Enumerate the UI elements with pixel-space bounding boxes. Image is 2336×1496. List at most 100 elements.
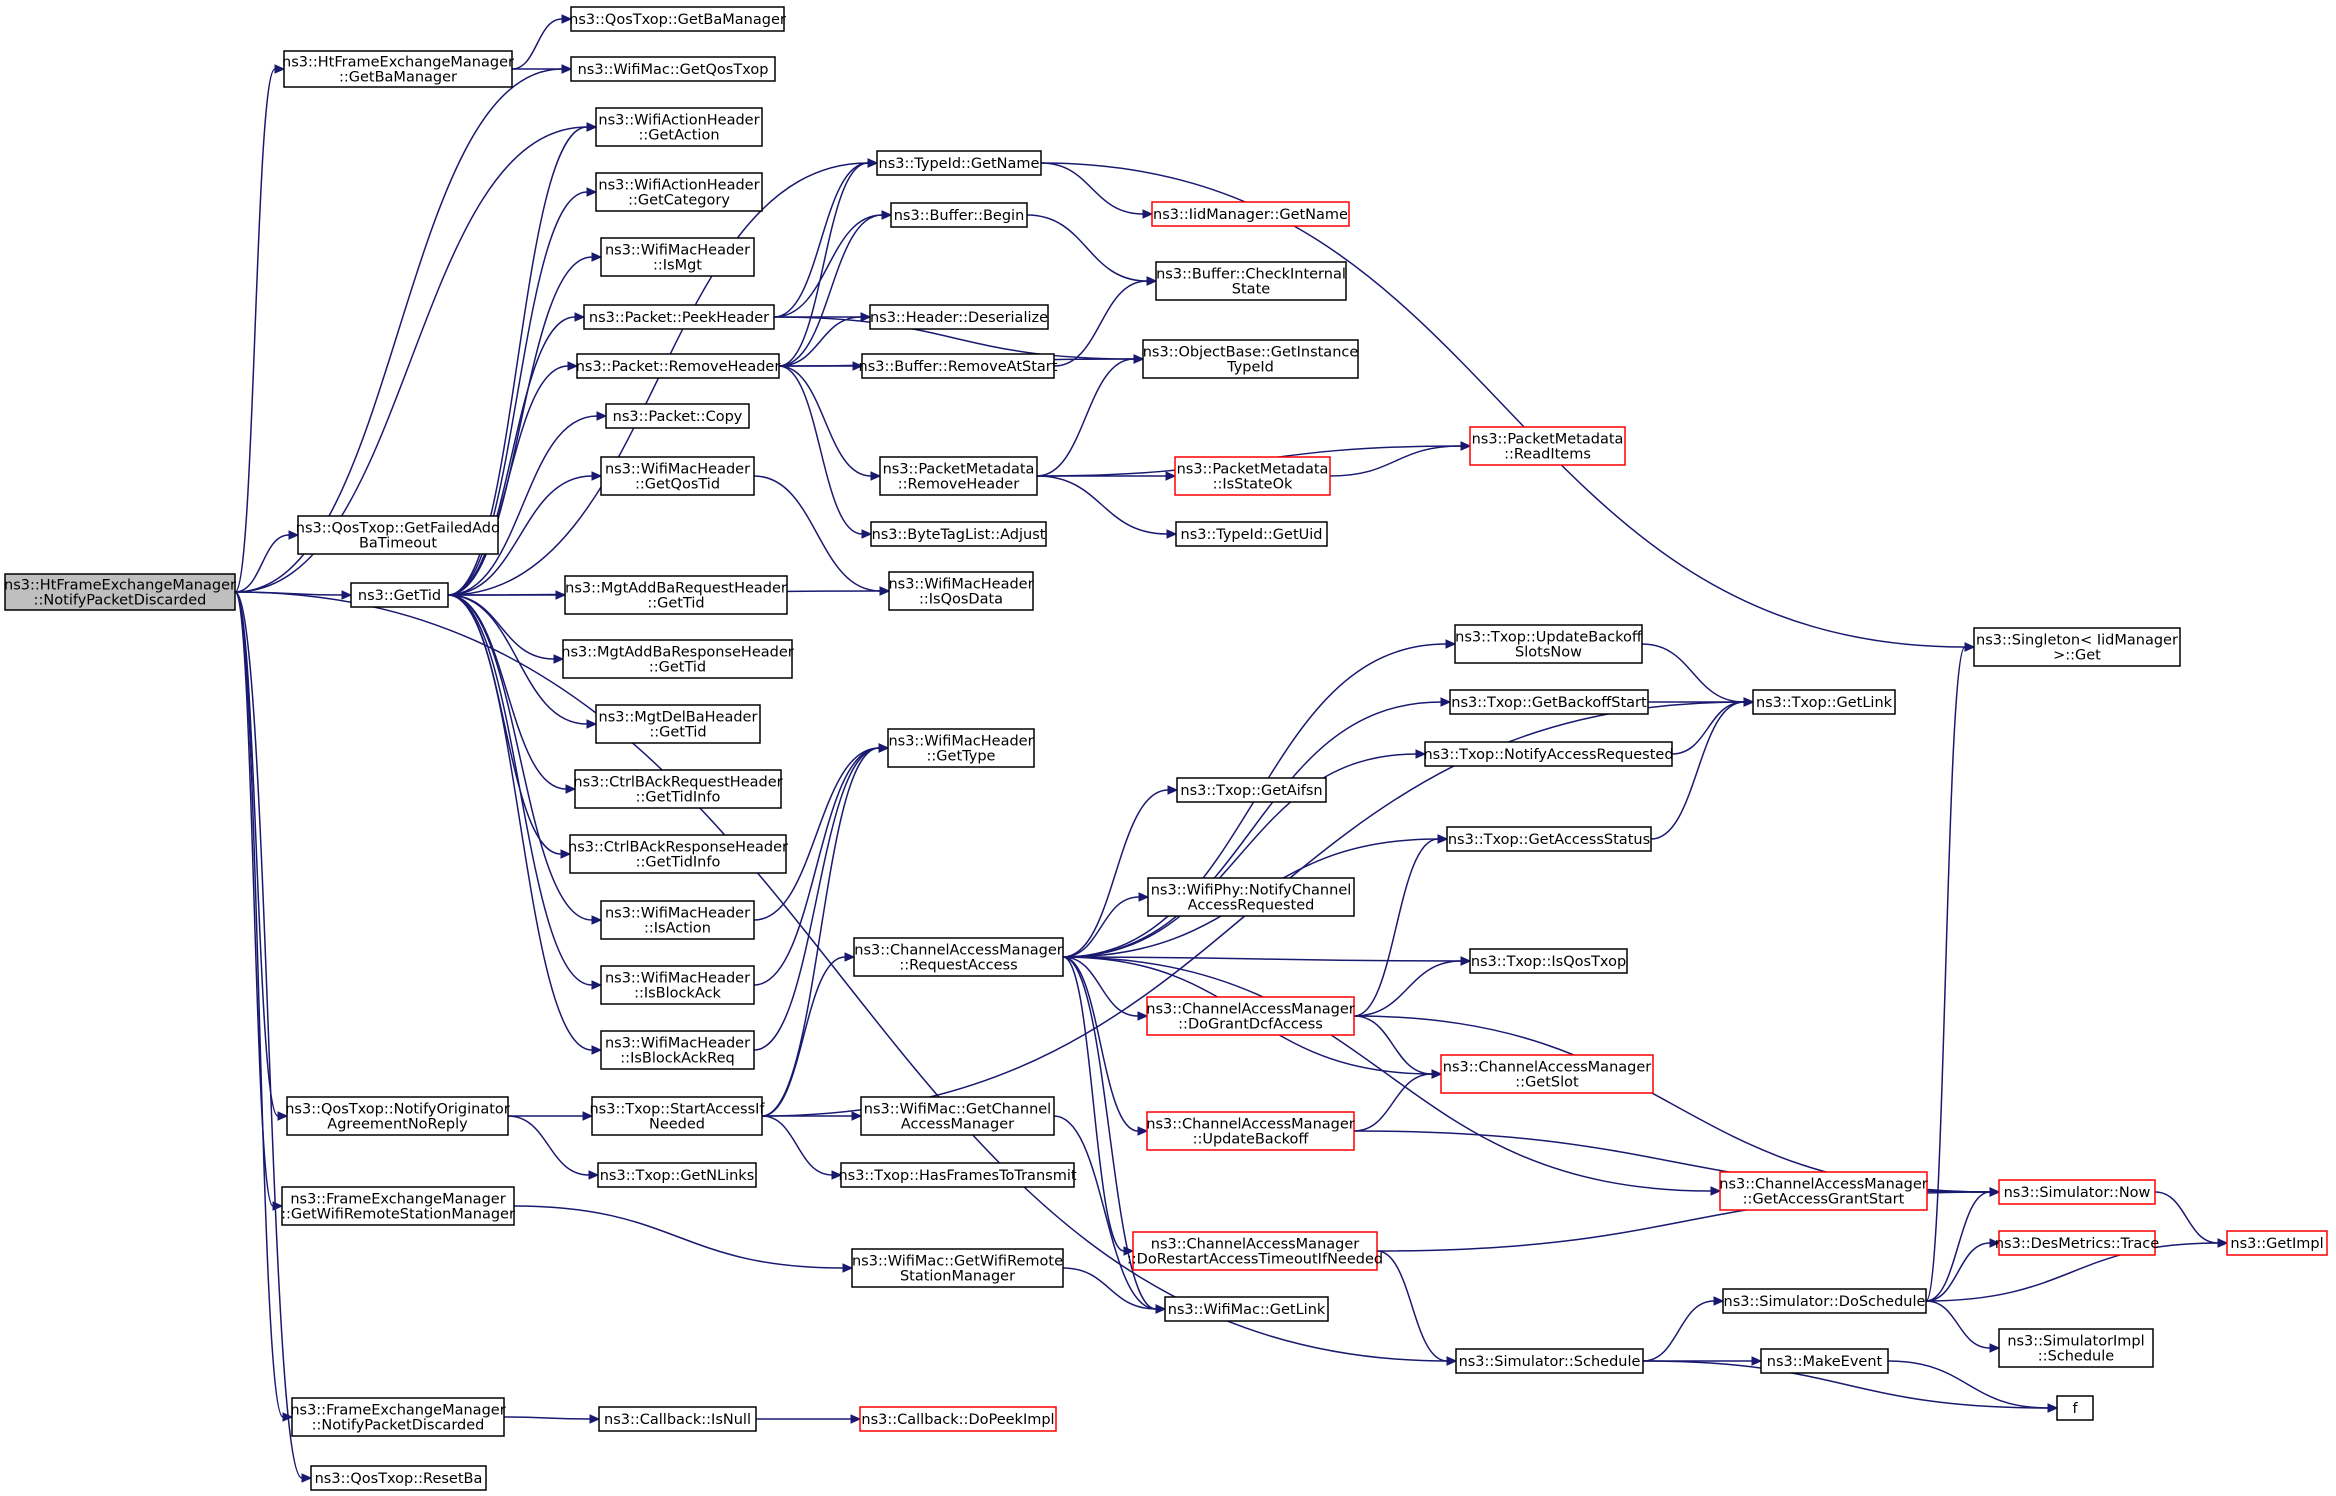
node-implSchedule[interactable]: ns3::SimulatorImpl::Schedule	[1998, 1328, 2154, 1368]
edge-getTid-to-delGetTid	[447, 594, 598, 729]
node-label-line: ns3::Buffer::RemoveAtStart	[859, 359, 1058, 375]
node-getWrsm[interactable]: ns3::FrameExchangeManager::GetWifiRemote…	[281, 1186, 515, 1226]
node-cbIsNull[interactable]: ns3::Callback::IsNull	[598, 1406, 757, 1432]
node-hdrDeser[interactable]: ns3::Header::Deserialize	[869, 304, 1049, 330]
node-box	[869, 304, 1049, 330]
node-label-line: TypeId	[1226, 360, 1274, 376]
node-getGrantStart[interactable]: ns3::ChannelAccessManager::GetAccessGran…	[1719, 1171, 1928, 1211]
edge-getTid-to-actGetCat	[447, 187, 598, 596]
node-label-line: ns3::Txop::GetAifsn	[1180, 783, 1322, 799]
node-bufBegin[interactable]: ns3::Buffer::Begin	[890, 202, 1028, 228]
edge-getTid-to-pktCopy	[447, 411, 608, 596]
node-phyNotify[interactable]: ns3::WifiPhy::NotifyChannelAccessRequest…	[1147, 877, 1355, 917]
node-label-line: ns3::Txop::GetLink	[1756, 695, 1893, 711]
node-root[interactable]: ns3::HtFrameExchangeManager::NotifyPacke…	[4, 573, 236, 611]
node-label-line: ::GetTid	[649, 725, 706, 741]
node-label-line: ns3::QosTxop::GetFailedAdd	[296, 521, 500, 537]
node-label-line: ns3::WifiActionHeader	[598, 113, 759, 129]
node-label-line: ::DoRestartAccessTimeoutIfNeeded	[1127, 1252, 1383, 1268]
node-label-line: ns3::WifiMac::GetLink	[1168, 1302, 1326, 1318]
node-getQosTid[interactable]: ns3::WifiMacHeader::GetQosTid	[600, 456, 755, 496]
node-macGetQos[interactable]: ns3::WifiMac::GetQosTxop	[570, 56, 776, 82]
node-reqGetTid[interactable]: ns3::MgtAddBaRequestHeader::GetTid	[564, 575, 788, 615]
edge-getTid-to-isAction	[447, 594, 603, 925]
node-txopGetLink[interactable]: ns3::Txop::GetLink	[1752, 689, 1896, 715]
node-getImpl[interactable]: ns3::GetImpl	[2226, 1230, 2328, 1256]
node-isBlockAckReq[interactable]: ns3::WifiMacHeader::IsBlockAckReq	[600, 1030, 755, 1070]
node-qosGetBa[interactable]: ns3::QosTxop::GetBaManager	[569, 6, 786, 32]
node-label-line: AgreementNoReply	[327, 1117, 468, 1133]
node-getAccessStatus[interactable]: ns3::Txop::GetAccessStatus	[1446, 826, 1652, 852]
node-actGetCat[interactable]: ns3::WifiActionHeader::GetCategory	[595, 172, 763, 212]
node-isQosTxop[interactable]: ns3::Txop::IsQosTxop	[1469, 948, 1628, 974]
node-actGetAction[interactable]: ns3::WifiActionHeader::GetAction	[595, 107, 763, 147]
node-box	[1132, 1231, 1378, 1271]
node-label-line: ::IsStateOk	[1213, 477, 1293, 493]
node-simSchedule[interactable]: ns3::Simulator::Schedule	[1455, 1348, 1644, 1374]
node-notifyOrig[interactable]: ns3::QosTxop::NotifyOriginatorAgreementN…	[285, 1096, 510, 1136]
node-label-line: ns3::WifiMacHeader	[605, 971, 750, 987]
node-label-line: ns3::ObjectBase::GetInstance	[1143, 345, 1359, 361]
node-getType[interactable]: ns3::WifiMacHeader::GetType	[887, 728, 1035, 768]
node-doSchedule[interactable]: ns3::Simulator::DoSchedule	[1722, 1288, 1927, 1314]
node-isMgt[interactable]: ns3::WifiMacHeader::IsMgt	[600, 237, 755, 277]
node-macGetLink[interactable]: ns3::WifiMac::GetLink	[1164, 1296, 1329, 1322]
node-resetBa[interactable]: ns3::QosTxop::ResetBa	[310, 1465, 487, 1491]
node-singletonGet[interactable]: ns3::Singleton< IidManager>::Get	[1973, 627, 2181, 667]
node-label-line: ::Schedule	[2038, 1349, 2114, 1365]
node-removeHeader[interactable]: ns3::Packet::RemoveHeader	[576, 353, 781, 379]
node-typeIdGetUid[interactable]: ns3::TypeId::GetUid	[1175, 521, 1328, 547]
node-camReq[interactable]: ns3::ChannelAccessManager::RequestAccess	[853, 937, 1064, 977]
node-isQosData[interactable]: ns3::WifiMacHeader::IsQosData	[888, 571, 1034, 611]
node-simNow[interactable]: ns3::Simulator::Now	[1998, 1179, 2156, 1205]
node-doGrant[interactable]: ns3::ChannelAccessManager::DoGrantDcfAcc…	[1146, 996, 1355, 1036]
node-label-line: ns3::Txop::IsQosTxop	[1471, 954, 1626, 970]
node-box	[1719, 1171, 1928, 1211]
node-getNLinks[interactable]: ns3::Txop::GetNLinks	[597, 1162, 757, 1188]
node-getSlot[interactable]: ns3::ChannelAccessManager::GetSlot	[1440, 1054, 1654, 1094]
node-typeIdGetName[interactable]: ns3::TypeId::GetName	[876, 150, 1042, 176]
node-cbDoPeek[interactable]: ns3::Callback::DoPeekImpl	[859, 1406, 1057, 1432]
node-updBackoff[interactable]: ns3::ChannelAccessManager::UpdateBackoff	[1146, 1111, 1355, 1151]
node-pmReadItems[interactable]: ns3::PacketMetadata::ReadItems	[1469, 426, 1626, 466]
node-femNotify[interactable]: ns3::FrameExchangeManager::NotifyPacketD…	[290, 1397, 506, 1437]
node-label-line: ns3::WifiMacHeader	[605, 243, 750, 259]
node-label-line: ::IsMgt	[653, 258, 702, 274]
node-notifyAccReq[interactable]: ns3::Txop::NotifyAccessRequested	[1423, 741, 1674, 767]
node-getBackoffStart[interactable]: ns3::Txop::GetBackoffStart	[1449, 689, 1649, 715]
node-isAction[interactable]: ns3::WifiMacHeader::IsAction	[600, 900, 755, 940]
edge-simSchedule-to-doSchedule	[1642, 1296, 1725, 1362]
node-isBlockAck[interactable]: ns3::WifiMacHeader::IsBlockAck	[600, 965, 755, 1005]
node-pktCopy[interactable]: ns3::Packet::Copy	[605, 403, 750, 429]
node-label-line: ::GetWifiRemoteStationManager	[281, 1207, 515, 1223]
node-pmRemove[interactable]: ns3::PacketMetadata::RemoveHeader	[879, 456, 1038, 496]
node-bufRemove[interactable]: ns3::Buffer::RemoveAtStart	[859, 353, 1058, 379]
node-macGetWrsm[interactable]: ns3::WifiMac::GetWifiRemoteStationManage…	[851, 1248, 1064, 1288]
node-ctrlReq[interactable]: ns3::CtrlBAckRequestHeader::GetTidInfo	[573, 769, 783, 809]
node-respGetTid[interactable]: ns3::MgtAddBaResponseHeader::GetTid	[561, 639, 794, 679]
node-f[interactable]: f	[2056, 1395, 2094, 1421]
node-peekHeader[interactable]: ns3::Packet::PeekHeader	[583, 304, 775, 330]
node-getTid[interactable]: ns3::GetTid	[350, 582, 449, 608]
node-doRestart[interactable]: ns3::ChannelAccessManager::DoRestartAcce…	[1127, 1231, 1383, 1271]
node-hasFrames[interactable]: ns3::Txop::HasFramesToTransmit	[838, 1162, 1077, 1188]
edge-camReq-to-doRestart	[1062, 956, 1135, 1256]
edge-macGetWrsm-to-macGetLink	[1062, 1267, 1167, 1314]
node-getAifsn[interactable]: ns3::Txop::GetAifsn	[1176, 777, 1327, 803]
node-delGetTid[interactable]: ns3::MgtDelBaHeader::GetTid	[595, 704, 761, 744]
node-htGetBa[interactable]: ns3::HtFrameExchangeManager::GetBaManage…	[282, 50, 514, 88]
node-ctrlResp[interactable]: ns3::CtrlBAckResponseHeader::GetTidInfo	[568, 834, 788, 874]
node-iidGetName[interactable]: ns3::IidManager::GetName	[1151, 201, 1350, 227]
node-box	[870, 521, 1047, 547]
node-box	[1155, 261, 1347, 301]
node-makeEvent[interactable]: ns3::MakeEvent	[1760, 1348, 1889, 1374]
node-btlAdjust[interactable]: ns3::ByteTagList::Adjust	[870, 521, 1047, 547]
node-desTrace[interactable]: ns3::DesMetrics::Trace	[1995, 1230, 2159, 1256]
node-pmIsStateOk[interactable]: ns3::PacketMetadata::IsStateOk	[1174, 456, 1331, 496]
